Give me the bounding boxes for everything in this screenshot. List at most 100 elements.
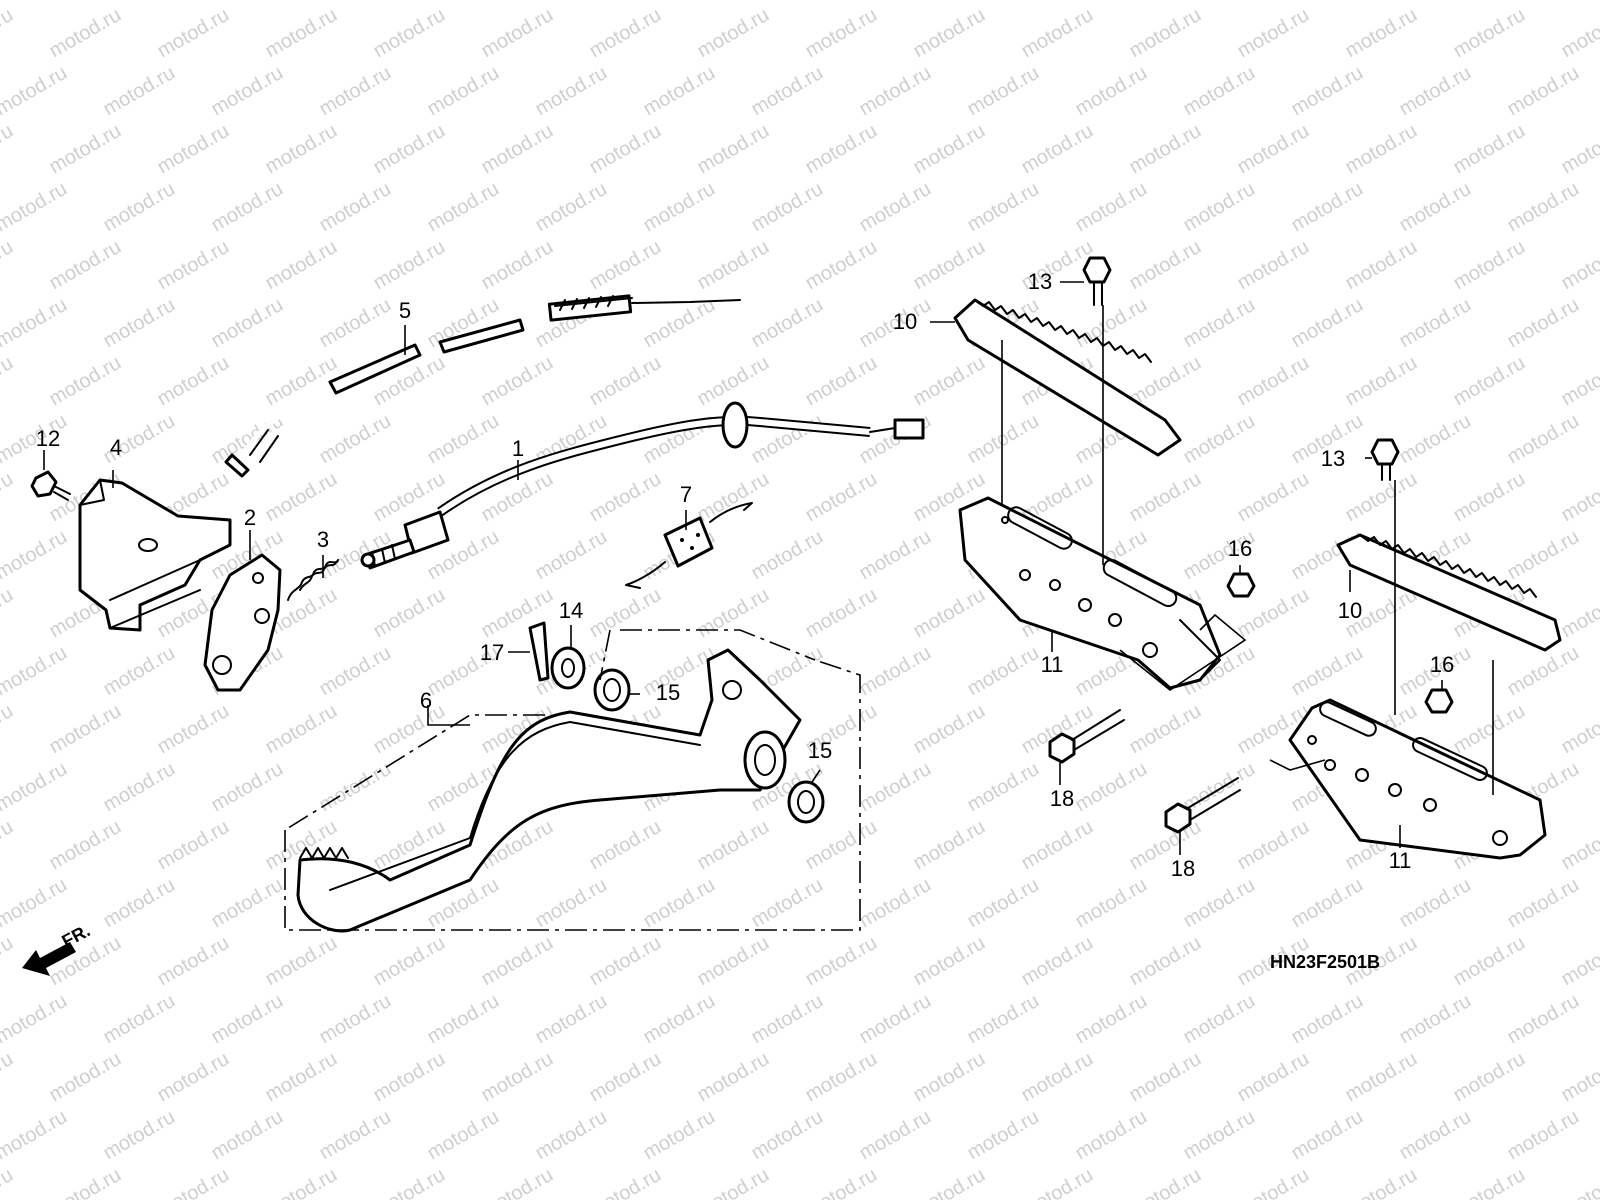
watermark-text: motod.ru bbox=[154, 700, 233, 759]
callout-15b: 15 bbox=[808, 738, 832, 763]
watermark-text: motod.ru bbox=[1288, 178, 1367, 237]
watermark-text: motod.ru bbox=[1558, 236, 1600, 295]
watermark-text: motod.ru bbox=[1558, 4, 1600, 63]
watermark-text: motod.ru bbox=[856, 1106, 935, 1165]
watermark-text: motod.ru bbox=[1018, 1048, 1097, 1107]
callout-leaders bbox=[43, 281, 1443, 855]
watermark-text: motod.ru bbox=[1072, 1106, 1151, 1165]
watermark-text: motod.ru bbox=[1072, 990, 1151, 1049]
watermark-text: motod.ru bbox=[0, 4, 17, 63]
watermark-text: motod.ru bbox=[694, 236, 773, 295]
watermark-text: motod.ru bbox=[748, 1106, 827, 1165]
watermark-text: motod.ru bbox=[0, 1106, 71, 1165]
watermark-text: motod.ru bbox=[856, 0, 935, 4]
watermark-text: motod.ru bbox=[0, 1164, 17, 1200]
watermark-text: motod.ru bbox=[370, 120, 449, 179]
callout-3: 3 bbox=[317, 527, 329, 552]
watermark-text: motod.ru bbox=[856, 62, 935, 121]
watermark-text: motod.ru bbox=[1288, 294, 1367, 353]
watermark-text: motod.ru bbox=[1288, 874, 1367, 933]
watermark-text: motod.ru bbox=[424, 178, 503, 237]
part-3-spring bbox=[287, 559, 339, 601]
watermark-text: motod.ru bbox=[1558, 120, 1600, 179]
watermark-text: motod.ru bbox=[1288, 990, 1367, 1049]
watermark-text: motod.ru bbox=[586, 236, 665, 295]
watermark-text: motod.ru bbox=[0, 816, 17, 875]
watermark-text: motod.ru bbox=[154, 816, 233, 875]
watermark-text: motod.ru bbox=[100, 178, 179, 237]
callout-18b: 18 bbox=[1171, 856, 1195, 881]
watermark-text: motod.ru bbox=[694, 120, 773, 179]
watermark-text: motod.ru bbox=[0, 1048, 17, 1107]
watermark-text: motod.ru bbox=[748, 62, 827, 121]
watermark-text: motod.ru bbox=[370, 4, 449, 63]
watermark-text: motod.ru bbox=[910, 120, 989, 179]
watermark-text: motod.ru bbox=[640, 62, 719, 121]
watermark-text: motod.ru bbox=[532, 0, 611, 4]
watermark-text: motod.ru bbox=[1450, 4, 1529, 63]
watermark-text: motod.ru bbox=[694, 4, 773, 63]
callout-10a: 10 bbox=[893, 309, 917, 334]
part-5-cable bbox=[224, 294, 741, 478]
watermark-text: motod.ru bbox=[1072, 178, 1151, 237]
watermark-text: motod.ru bbox=[46, 236, 125, 295]
watermark-text: motod.ru bbox=[1450, 1048, 1529, 1107]
watermark-text: motod.ru bbox=[478, 352, 557, 411]
watermark-text: motod.ru bbox=[100, 62, 179, 121]
watermark-text: motod.ru bbox=[154, 1164, 233, 1200]
watermark-text: motod.ru bbox=[1180, 294, 1259, 353]
watermark-text: motod.ru bbox=[1234, 1048, 1313, 1107]
watermark-text: motod.ru bbox=[154, 1048, 233, 1107]
part-12-bolt bbox=[30, 470, 71, 501]
watermark-text: motod.ru bbox=[1558, 932, 1600, 991]
watermark-text: motod.ru bbox=[262, 932, 341, 991]
assembly-lines bbox=[284, 305, 1494, 931]
watermark-text: motod.ru bbox=[478, 1048, 557, 1107]
watermark-text: motod.ru bbox=[964, 0, 1043, 4]
watermark-text: motod.ru bbox=[0, 584, 17, 643]
watermark-text: motod.ru bbox=[262, 1048, 341, 1107]
watermark-text: motod.ru bbox=[208, 1106, 287, 1165]
watermark-text: motod.ru bbox=[1396, 62, 1475, 121]
watermark-text: motod.ru bbox=[478, 932, 557, 991]
watermark-text: motod.ru bbox=[424, 1106, 503, 1165]
watermark-text: motod.ru bbox=[640, 178, 719, 237]
part-17-cotter-pin bbox=[528, 621, 550, 682]
watermark-text: motod.ru bbox=[316, 410, 395, 469]
watermark-text: motod.ru bbox=[100, 294, 179, 353]
watermark-text: motod.ru bbox=[0, 0, 71, 4]
watermark-text: motod.ru bbox=[640, 0, 719, 4]
callout-14: 14 bbox=[559, 598, 583, 623]
watermark-text: motod.ru bbox=[370, 932, 449, 991]
watermark-text: motod.ru bbox=[0, 236, 17, 295]
watermark-text: motod.ru bbox=[1288, 0, 1367, 4]
watermark-text: motod.ru bbox=[46, 4, 125, 63]
watermark-text: motod.ru bbox=[1126, 4, 1205, 63]
watermark-text: motod.ru bbox=[748, 874, 827, 933]
callout-15a: 15 bbox=[656, 680, 680, 705]
watermark-text: motod.ru bbox=[532, 990, 611, 1049]
watermark-text: motod.ru bbox=[46, 1164, 125, 1200]
watermark-text: motod.ru bbox=[100, 758, 179, 817]
watermark-text: motod.ru bbox=[802, 468, 881, 527]
watermark-text: motod.ru bbox=[208, 990, 287, 1049]
watermark-text: motod.ru bbox=[802, 932, 881, 991]
watermark-text: motod.ru bbox=[1450, 352, 1529, 411]
callout-16b: 16 bbox=[1430, 652, 1454, 677]
watermark-text: motod.ru bbox=[370, 584, 449, 643]
watermark-text: motod.ru bbox=[100, 990, 179, 1049]
watermark-text: motod.ru bbox=[0, 352, 17, 411]
watermark-text: motod.ru bbox=[0, 178, 71, 237]
watermark-text: motod.ru bbox=[316, 642, 395, 701]
watermark-text: motod.ru bbox=[1558, 352, 1600, 411]
watermark-text: motod.ru bbox=[532, 178, 611, 237]
watermark-text: motod.ru bbox=[802, 120, 881, 179]
watermark-text: motod.ru bbox=[910, 816, 989, 875]
watermark-text: motod.ru bbox=[964, 1106, 1043, 1165]
watermark-text: motod.ru bbox=[1396, 294, 1475, 353]
watermark-text: motod.ru bbox=[694, 1164, 773, 1200]
part-14-washer bbox=[550, 646, 586, 690]
watermark-text: motod.ru bbox=[748, 526, 827, 585]
part-2-plate bbox=[203, 553, 282, 692]
watermark-text: motod.ru bbox=[1396, 990, 1475, 1049]
